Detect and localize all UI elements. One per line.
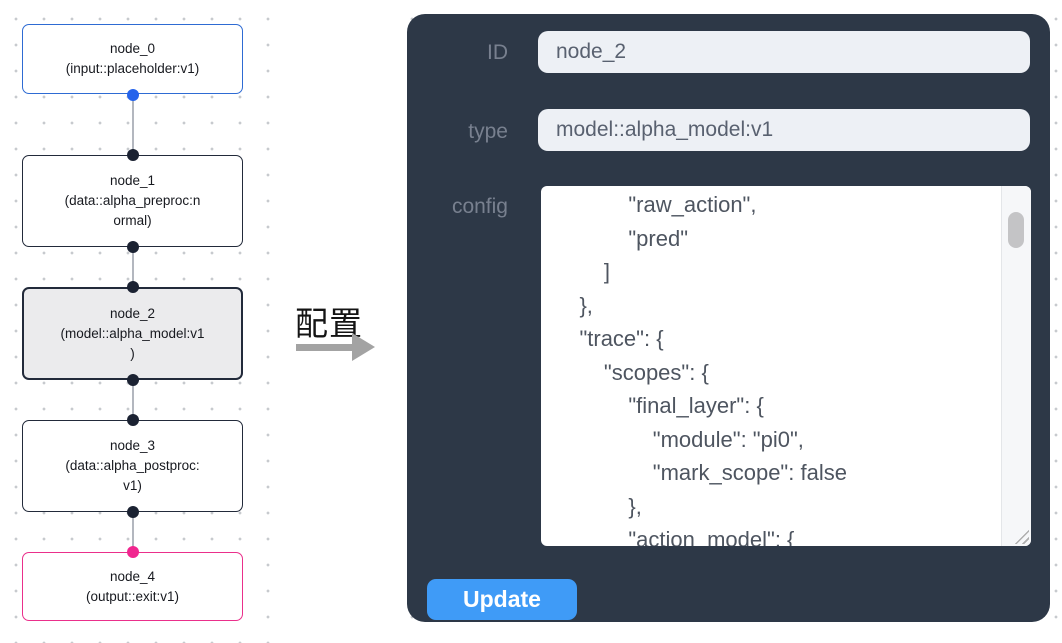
node-1-target-handle[interactable]: [127, 149, 139, 161]
node-3-source-handle[interactable]: [127, 506, 139, 518]
node-1-source-handle[interactable]: [127, 241, 139, 253]
node-title: node_4: [109, 568, 156, 584]
node-config-panel: ID type config "raw_action", "pred" ] },…: [407, 14, 1050, 622]
node-2-source-handle[interactable]: [127, 374, 139, 386]
update-button[interactable]: Update: [427, 579, 577, 620]
node-type-label: ): [130, 345, 135, 361]
flow-node-1[interactable]: node_1 (data::alpha_preproc:n ormal): [22, 155, 243, 247]
node-type-label: (data::alpha_postproc:: [65, 458, 200, 473]
right-arrow-icon: [296, 344, 354, 351]
node-4-target-handle[interactable]: [127, 546, 139, 558]
flow-canvas[interactable]: node_0 (input::placeholder:v1) node_1 (d…: [0, 0, 292, 643]
node-type-label: (model::alpha_model:v1: [60, 325, 205, 341]
node-type-label: v1): [123, 478, 142, 493]
node-title: node_3: [109, 438, 156, 453]
node-title: node_1: [109, 173, 156, 188]
config-field-label: config: [451, 195, 508, 218]
flow-node-0[interactable]: node_0 (input::placeholder:v1): [22, 24, 243, 94]
flow-node-2-selected[interactable]: node_2 (model::alpha_model:v1 ): [22, 287, 243, 380]
node-0-source-handle[interactable]: [127, 89, 139, 101]
id-input[interactable]: [538, 31, 1030, 73]
right-canvas: ID type config "raw_action", "pred" ] },…: [390, 0, 1062, 643]
right-arrow-icon: [352, 333, 375, 361]
node-title: node_2: [109, 305, 156, 321]
flow-node-3[interactable]: node_3 (data::alpha_postproc: v1): [22, 420, 243, 512]
node-type-label: (input::placeholder:v1): [65, 61, 200, 76]
node-type-label: (output::exit:v1): [85, 588, 180, 604]
config-json-text[interactable]: "raw_action", "pred" ] }, "trace": { "sc…: [579, 192, 847, 546]
configure-label: 配置: [295, 305, 363, 342]
id-field-label: ID: [487, 41, 508, 64]
scrollbar-thumb[interactable]: [1008, 212, 1024, 248]
node-3-target-handle[interactable]: [127, 414, 139, 426]
node-type-label: ormal): [113, 213, 152, 228]
flow-node-4[interactable]: node_4 (output::exit:v1): [22, 552, 243, 621]
type-field-label: type: [468, 120, 508, 143]
scrollbar-track[interactable]: [1001, 186, 1031, 546]
type-input[interactable]: [538, 109, 1030, 151]
node-title: node_0: [109, 41, 156, 56]
node-type-label: (data::alpha_preproc:n: [64, 193, 201, 208]
node-2-target-handle[interactable]: [127, 281, 139, 293]
config-textarea[interactable]: "raw_action", "pred" ] }, "trace": { "sc…: [541, 186, 1031, 546]
